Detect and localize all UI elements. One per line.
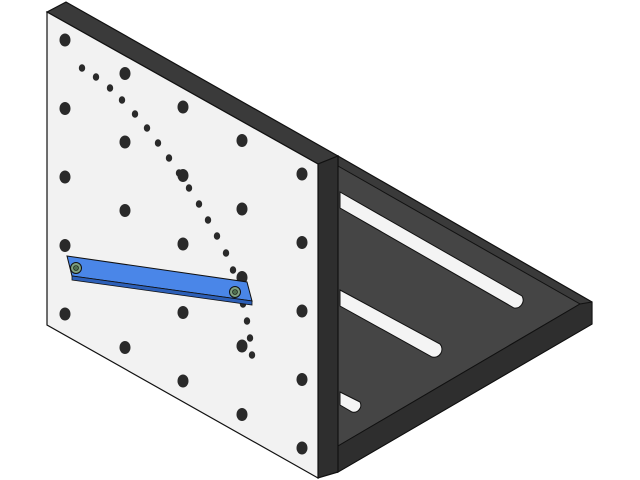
blue-bar bbox=[66, 255, 253, 306]
bar-edge bbox=[71, 275, 253, 306]
hole bbox=[296, 304, 308, 318]
arc-hole bbox=[243, 317, 251, 325]
arc-hole bbox=[185, 184, 193, 192]
hole bbox=[119, 67, 131, 80]
slot bbox=[339, 191, 524, 309]
arc-hole bbox=[213, 232, 221, 240]
hole bbox=[236, 202, 248, 216]
arc-hole bbox=[229, 266, 237, 274]
hole bbox=[59, 102, 71, 115]
arc-hole bbox=[195, 200, 203, 208]
slot bbox=[339, 391, 362, 413]
hole bbox=[296, 167, 308, 181]
arc-hole bbox=[165, 154, 173, 162]
hole bbox=[59, 239, 71, 252]
hole bbox=[119, 135, 131, 149]
hole bbox=[119, 341, 131, 354]
front-plate-side-edge bbox=[317, 155, 339, 479]
arc-hole bbox=[92, 73, 100, 81]
hole bbox=[177, 374, 189, 388]
hole bbox=[296, 373, 308, 386]
arc-hole bbox=[248, 351, 256, 359]
arc-hole bbox=[78, 64, 86, 72]
bolt-icon bbox=[70, 262, 82, 274]
hole bbox=[59, 33, 71, 47]
arc-hole bbox=[143, 124, 151, 132]
arc-hole bbox=[118, 96, 126, 104]
hole bbox=[119, 204, 131, 217]
hole bbox=[296, 236, 308, 249]
arc-hole bbox=[131, 110, 139, 118]
hole bbox=[177, 237, 189, 251]
hole bbox=[59, 307, 71, 321]
hole bbox=[59, 170, 71, 184]
arc-hole bbox=[175, 169, 183, 177]
hole bbox=[177, 100, 189, 114]
hole bbox=[296, 441, 308, 455]
arc-hole bbox=[204, 216, 212, 224]
arc-hole bbox=[154, 139, 162, 147]
hole bbox=[236, 408, 248, 421]
arc-hole bbox=[106, 84, 114, 92]
bolt-icon bbox=[229, 286, 241, 298]
hole bbox=[236, 339, 248, 353]
slot bbox=[339, 289, 443, 358]
base-plate-top-face bbox=[337, 165, 581, 447]
slots bbox=[339, 191, 524, 413]
arc-hole bbox=[222, 249, 230, 257]
hole bbox=[236, 134, 248, 147]
hole bbox=[177, 306, 189, 319]
arc-hole bbox=[246, 334, 254, 342]
